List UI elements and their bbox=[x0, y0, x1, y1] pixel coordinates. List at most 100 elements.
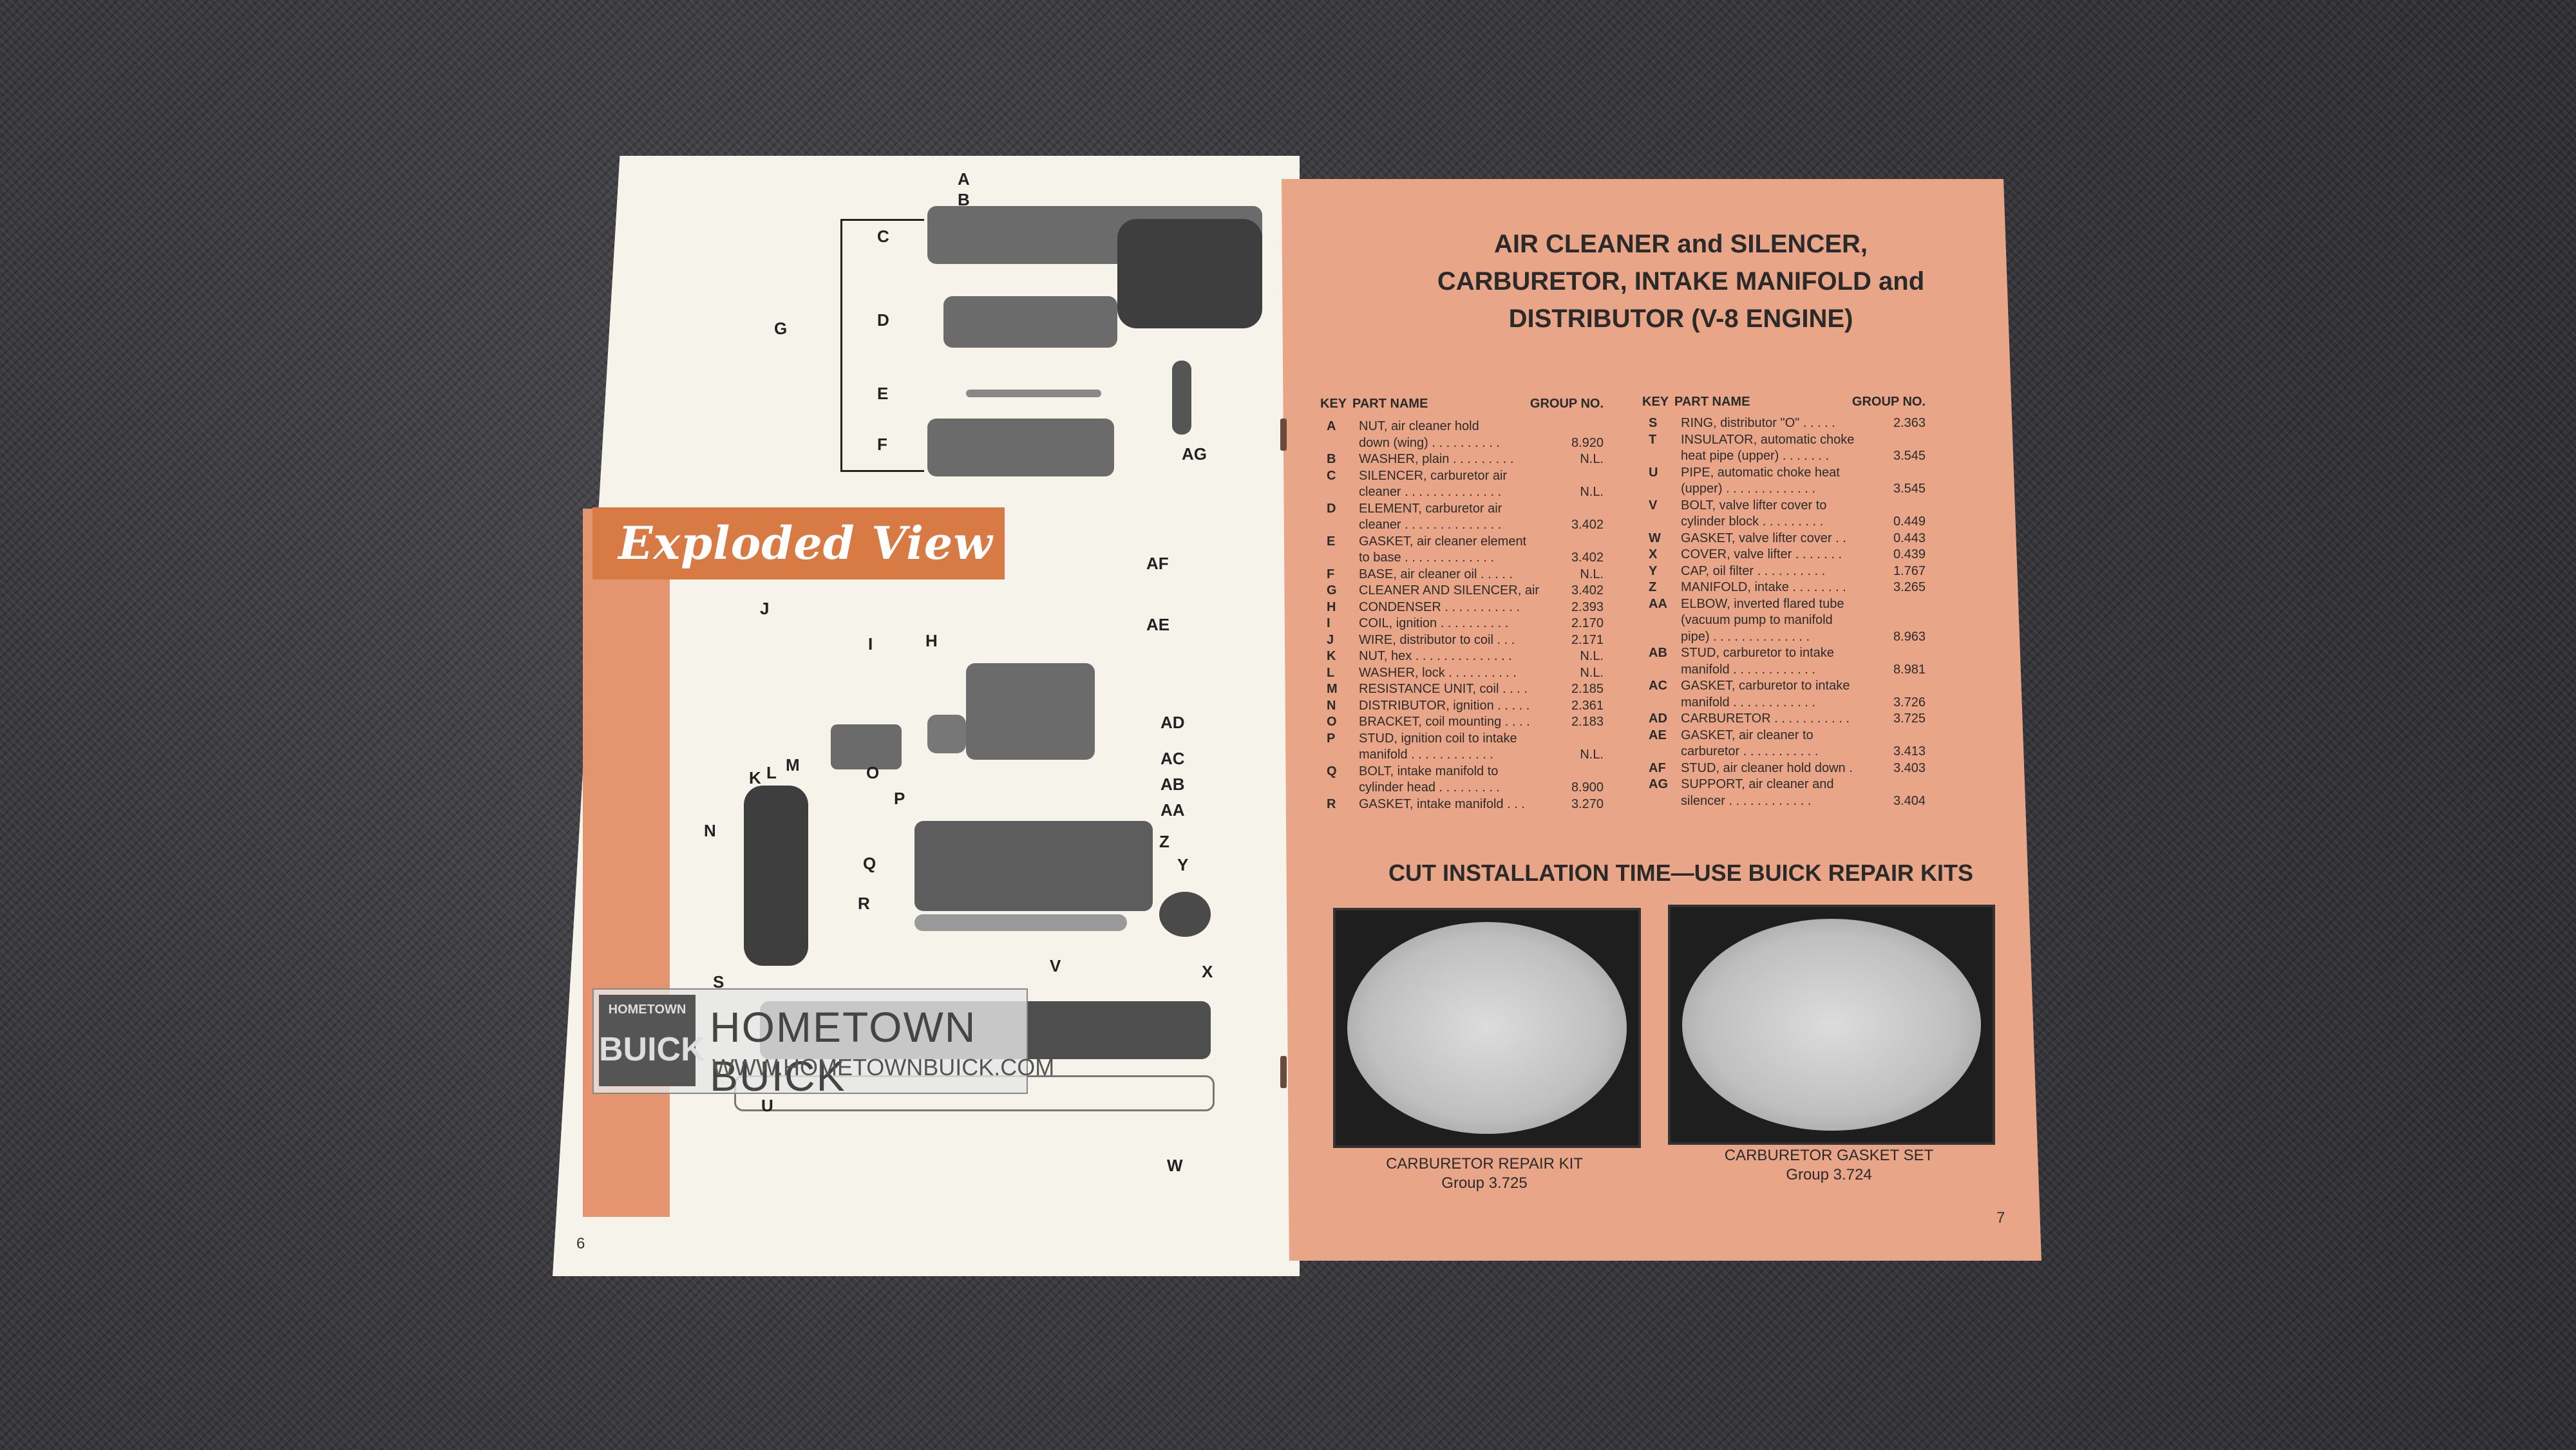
part-name: COIL, ignition . . . . . . . . . . bbox=[1359, 616, 1509, 630]
part-key: AC bbox=[1649, 679, 1667, 693]
part-key: Y bbox=[1649, 563, 1658, 578]
repair-kit-caption: CARBURETOR REPAIR KIT Group 3.725 bbox=[1333, 1154, 1636, 1193]
right-table-header: KEY PART NAME GROUP NO. bbox=[1642, 394, 1926, 411]
callout-k: K bbox=[749, 768, 761, 787]
part-name: PIPE, automatic choke heat bbox=[1681, 465, 1840, 480]
callout-j: J bbox=[760, 599, 770, 618]
part-group bbox=[1861, 465, 1926, 482]
part-key bbox=[1649, 744, 1681, 760]
part-name: (vacuum pump to manifold bbox=[1681, 613, 1833, 627]
carburetor-repair-kit-photo bbox=[1333, 908, 1641, 1148]
part-name: CONDENSER . . . . . . . . . . . bbox=[1359, 599, 1520, 614]
element-gasket-image bbox=[966, 390, 1101, 397]
part-key bbox=[1327, 484, 1359, 501]
part-name: NUT, hex . . . . . . . . . . . . . . bbox=[1359, 649, 1512, 663]
part-name: WASHER, plain . . . . . . . . . bbox=[1359, 452, 1514, 466]
callout-g: G bbox=[774, 319, 788, 338]
hometown-buick-logo: HOMETOWN BUICK bbox=[599, 995, 705, 1086]
part-key: M bbox=[1327, 682, 1338, 696]
part-key: R bbox=[1327, 796, 1336, 811]
part-name: BOLT, intake manifold to bbox=[1359, 764, 1499, 778]
part-group: 2.393 bbox=[1571, 599, 1604, 614]
right-page-number: 7 bbox=[1996, 1209, 2005, 1227]
part-group: N.L. bbox=[1580, 567, 1604, 581]
part-name: MANIFOLD, intake . . . . . . . . bbox=[1681, 580, 1846, 594]
part-group: 1.767 bbox=[1893, 563, 1926, 578]
part-group: 8.920 bbox=[1571, 435, 1604, 450]
part-name: CARBURETOR . . . . . . . . . . . bbox=[1681, 711, 1850, 726]
part-name: RESISTANCE UNIT, coil . . . . bbox=[1359, 682, 1528, 696]
oil-filter-cap-image bbox=[1159, 892, 1211, 937]
watermark-url: WWW.HOMETOWNBUICK.COM bbox=[712, 1054, 1055, 1080]
part-group: 0.449 bbox=[1893, 514, 1926, 529]
part-key bbox=[1649, 448, 1681, 465]
parts-row: cylinder block . . . . . . . . .0.449 bbox=[1649, 514, 1926, 531]
part-group: 2.185 bbox=[1571, 682, 1604, 696]
title-line-3: DISTRIBUTOR (V-8 ENGINE) bbox=[1508, 305, 1853, 333]
part-name: to base . . . . . . . . . . . . . bbox=[1359, 551, 1495, 565]
header-part-name: PART NAME bbox=[1352, 397, 1428, 411]
part-key: Z bbox=[1649, 580, 1657, 594]
part-group: 3.403 bbox=[1893, 760, 1926, 775]
part-key: I bbox=[1327, 616, 1331, 630]
part-key: G bbox=[1327, 583, 1337, 598]
part-name: GASKET, intake manifold . . . bbox=[1359, 796, 1525, 811]
part-name: cylinder head . . . . . . . . . bbox=[1359, 780, 1500, 795]
part-group bbox=[1861, 612, 1926, 629]
callout-i: I bbox=[868, 634, 873, 654]
callout-y: Y bbox=[1177, 855, 1189, 874]
callout-l: L bbox=[766, 763, 777, 782]
part-name: down (wing) . . . . . . . . . . bbox=[1359, 435, 1500, 450]
left-page-number: 6 bbox=[576, 1235, 585, 1252]
callout-ac: AC bbox=[1160, 749, 1185, 768]
parts-row: cleaner . . . . . . . . . . . . . .N.L. bbox=[1327, 484, 1604, 501]
parts-row: manifold . . . . . . . . . . . .8.981 bbox=[1649, 662, 1926, 679]
part-name: manifold . . . . . . . . . . . . bbox=[1681, 662, 1815, 677]
part-key: U bbox=[1649, 465, 1658, 480]
watermark-name: HOMETOWN BUICK bbox=[710, 1003, 977, 1100]
page-title: AIR CLEANER and SILENCER, CARBURETOR, IN… bbox=[1340, 225, 2022, 337]
callout-b: B bbox=[958, 190, 970, 209]
part-name: BASE, air cleaner oil . . . . . bbox=[1359, 567, 1513, 581]
part-name: manifold . . . . . . . . . . . . bbox=[1359, 748, 1493, 762]
callout-q: Q bbox=[863, 854, 876, 873]
g-bracket-line bbox=[840, 219, 842, 471]
hometown-buick-watermark: HOMETOWN BUICK HOMETOWN BUICK WWW.HOMETO… bbox=[592, 988, 1054, 1100]
part-key bbox=[1649, 662, 1681, 679]
part-group bbox=[1861, 432, 1926, 449]
part-name: SILENCER, carburetor air bbox=[1359, 468, 1508, 483]
part-group: 3.270 bbox=[1571, 796, 1604, 811]
part-group bbox=[1861, 498, 1926, 514]
part-group: 3.402 bbox=[1571, 518, 1604, 532]
part-group bbox=[1539, 534, 1604, 551]
air-cleaner-element-image bbox=[943, 296, 1117, 348]
parts-row: to base . . . . . . . . . . . . .3.402 bbox=[1327, 550, 1604, 567]
part-group bbox=[1539, 764, 1604, 780]
part-key: W bbox=[1649, 531, 1661, 545]
part-name: CLEANER AND SILENCER, air . bbox=[1359, 583, 1539, 598]
part-key: AD bbox=[1649, 711, 1667, 726]
part-name: BRACKET, coil mounting . . . . bbox=[1359, 715, 1530, 729]
part-group: 2.363 bbox=[1893, 416, 1926, 430]
part-key: A bbox=[1327, 419, 1336, 433]
silencer-cylinder-image bbox=[1117, 219, 1262, 328]
part-key bbox=[1649, 695, 1681, 711]
part-key bbox=[1327, 747, 1359, 764]
part-group: N.L. bbox=[1580, 665, 1604, 680]
header-key: KEY bbox=[1642, 395, 1669, 409]
part-group: 2.171 bbox=[1571, 632, 1604, 647]
part-name: SUPPORT, air cleaner and bbox=[1681, 777, 1834, 791]
